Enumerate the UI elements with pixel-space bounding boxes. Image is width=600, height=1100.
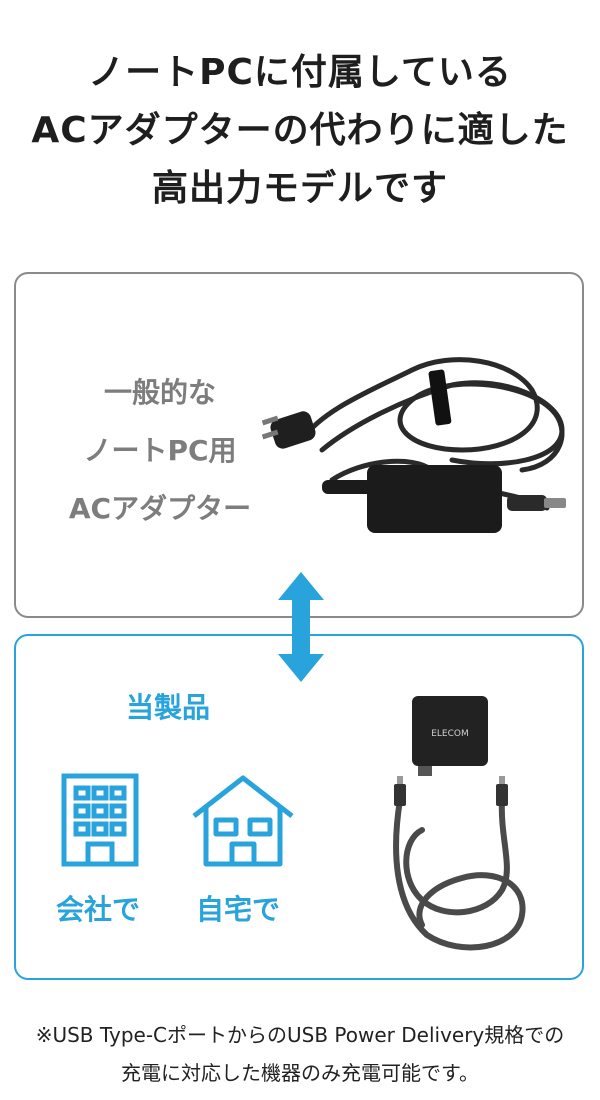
headline: ノートPCに付属している ACアダプターの代わりに適した 高出力モデルです	[0, 44, 600, 218]
home-caption: 自宅で	[196, 893, 281, 926]
office-caption: 会社で	[56, 893, 141, 926]
headline-line-2: ACアダプターの代わりに適した	[31, 110, 569, 151]
generic-label-line-2: ノートPC用	[83, 434, 237, 467]
home-house-icon	[192, 775, 294, 867]
generic-label-line-3: ACアダプター	[68, 492, 252, 525]
generic-adapter-label: 一般的な ノートPC用 ACアダプター	[50, 364, 270, 538]
footnote-line-1: ※USB Type-CポートからのUSB Power Delivery規格での	[35, 1023, 565, 1047]
charger-brand-text: ELECOM	[431, 729, 469, 739]
office-building-icon	[61, 773, 139, 867]
product-title: 当製品	[126, 691, 211, 724]
generic-label-line-1: 一般的な	[103, 376, 216, 409]
footnote-line-2: 充電に対応した機器のみ充電可能です。	[121, 1061, 479, 1085]
double-arrow-icon	[278, 572, 324, 682]
laptop-ac-adapter-image	[262, 357, 566, 533]
product-panel	[14, 634, 584, 980]
usb-c-charger-image: ELECOM	[393, 696, 526, 951]
headline-line-3: 高出力モデルです	[151, 168, 448, 209]
footnote: ※USB Type-CポートからのUSB Power Delivery規格での …	[0, 1016, 600, 1092]
headline-line-1: ノートPCに付属している	[88, 52, 512, 93]
